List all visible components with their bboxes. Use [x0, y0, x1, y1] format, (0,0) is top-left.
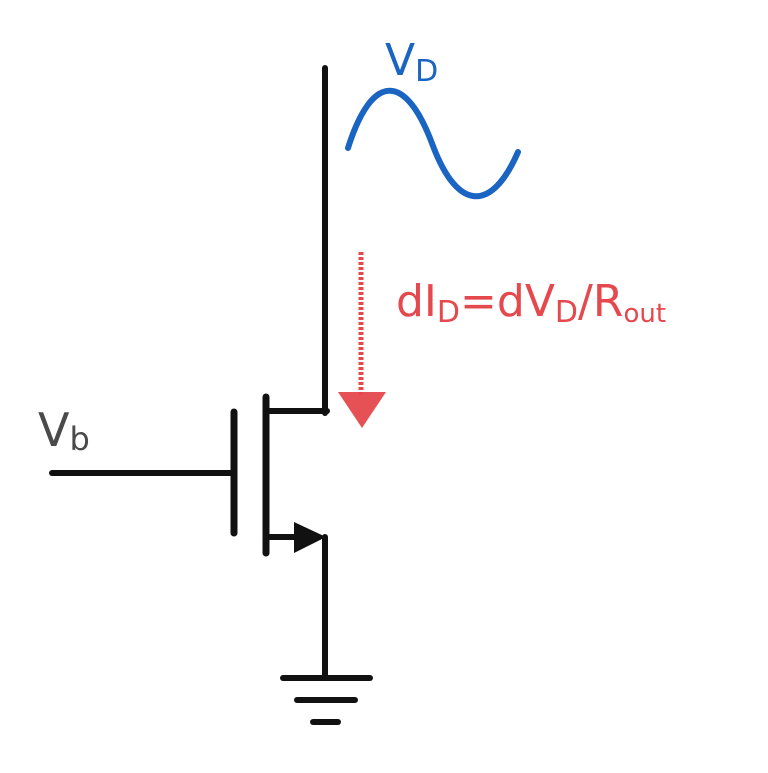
drain-voltage-sine-icon — [345, 87, 521, 200]
current-arrow-head-icon — [338, 392, 386, 428]
bias-voltage-label: Vb — [38, 403, 90, 458]
source-arrow-icon — [294, 522, 326, 553]
drain-voltage-label: VD — [385, 35, 438, 89]
current-relation-label: dID=dVD/Rout — [396, 276, 666, 330]
ground-icon — [280, 675, 373, 725]
